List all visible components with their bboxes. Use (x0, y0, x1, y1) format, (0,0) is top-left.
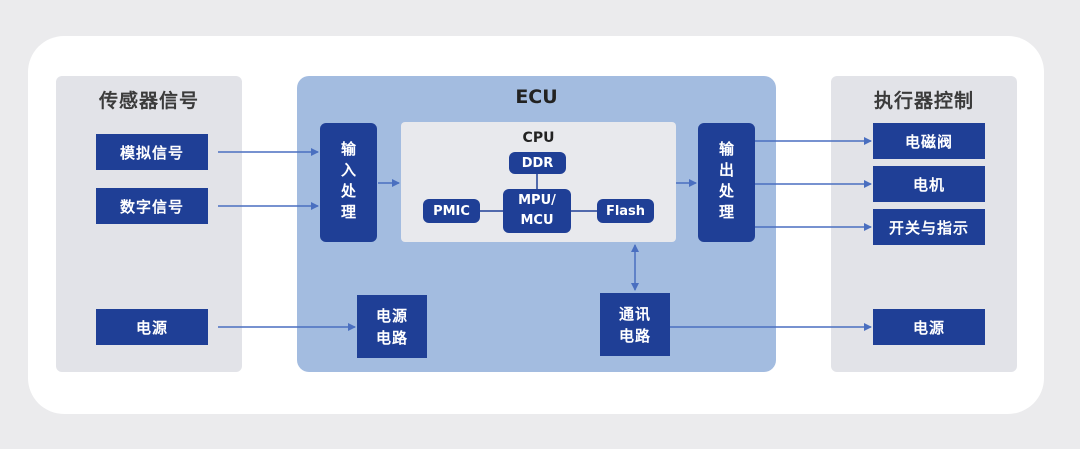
actuator-panel-title: 执行器控制 (873, 90, 974, 112)
power-circuit-box: 电源 电路 (357, 295, 427, 358)
ecu-title: ECU (515, 86, 558, 108)
motor-box: 电机 (873, 166, 985, 202)
actuator-power-box: 电源 (873, 309, 985, 345)
input-processing-box: 输入处理 (320, 123, 377, 242)
cpu-title: CPU (522, 130, 555, 146)
sensor-power-box: 电源 (96, 309, 208, 345)
pmic-box: PMIC (423, 199, 480, 223)
digital-signal-box: 数字信号 (96, 188, 208, 224)
ddr-box: DDR (509, 152, 566, 174)
solenoid-valve-box: 电磁阀 (873, 123, 985, 159)
mpu-mcu-box: MPU/ MCU (503, 189, 571, 233)
comm-circuit-box: 通讯 电路 (600, 293, 670, 356)
flash-box: Flash (597, 199, 654, 223)
analog-signal-box: 模拟信号 (96, 134, 208, 170)
sensor-panel-title: 传感器信号 (98, 90, 199, 112)
switch-indicator-box: 开关与指示 (873, 209, 985, 245)
output-processing-box: 输出处理 (698, 123, 755, 242)
